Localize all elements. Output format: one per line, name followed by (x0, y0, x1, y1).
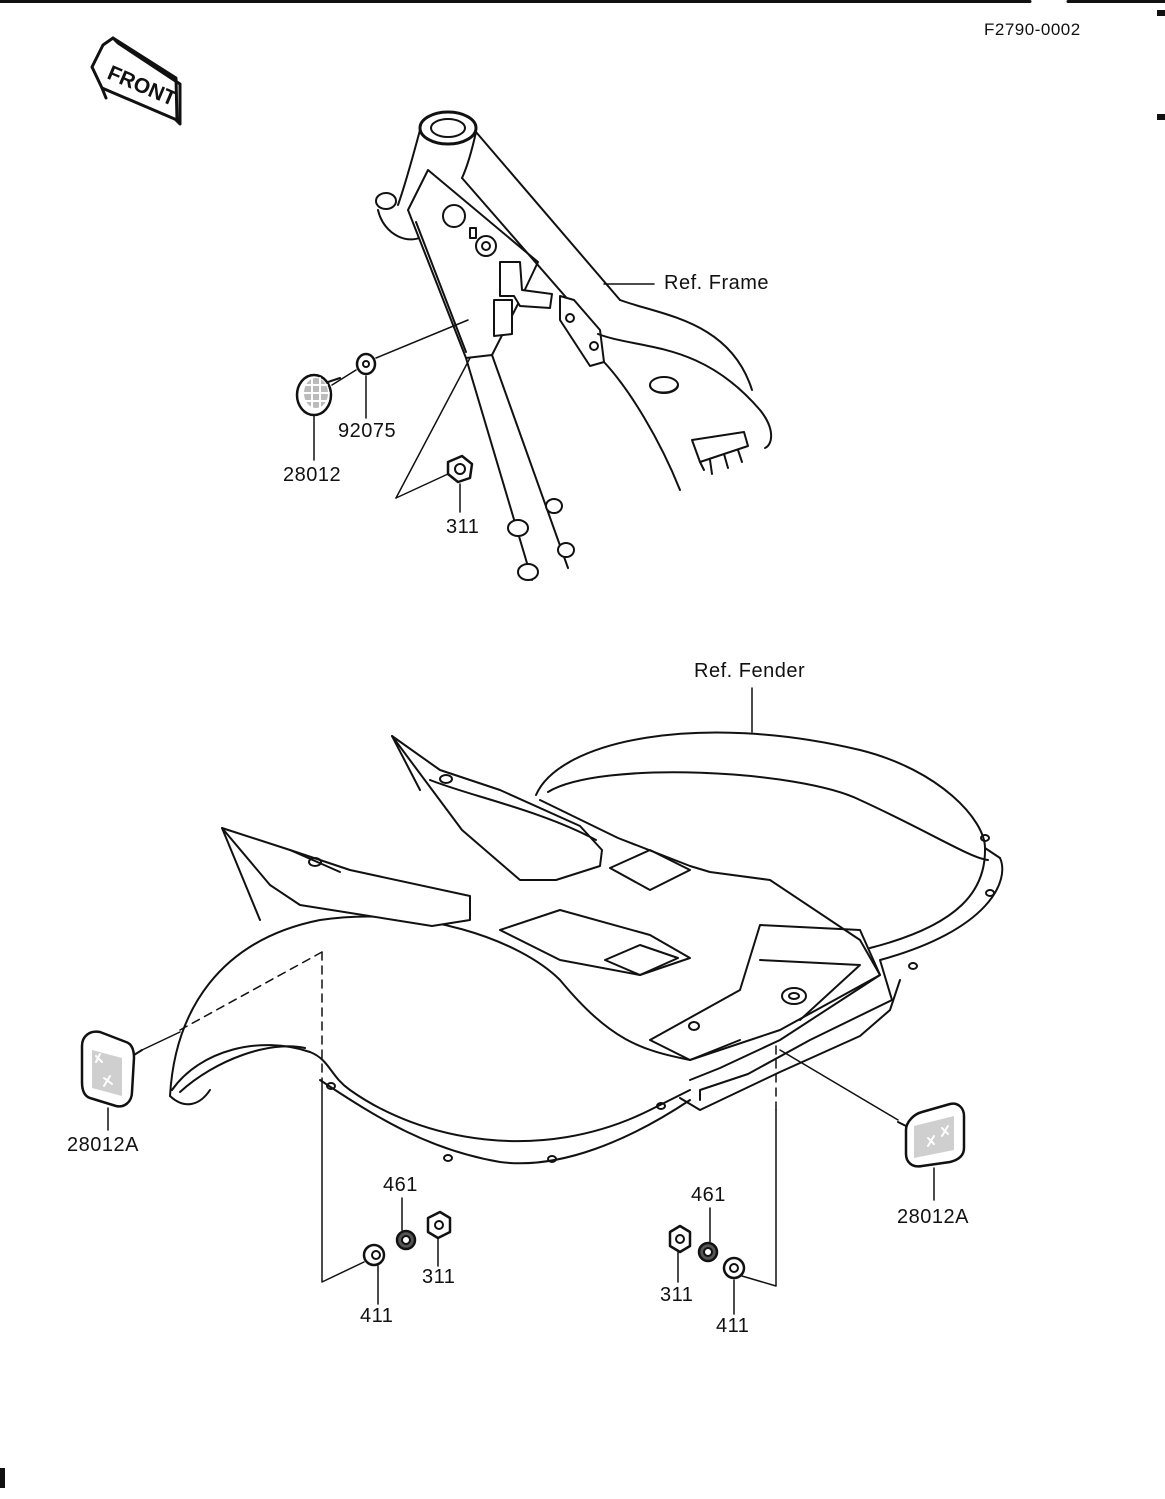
part-461-left-label: 461 (383, 1174, 418, 1196)
ref-frame-label: Ref. Frame (664, 272, 770, 294)
nut-311-right-icon (668, 1224, 692, 1254)
part-311-left-label: 311 (422, 1266, 456, 1288)
washer-411-right-icon (722, 1256, 746, 1280)
reflector-28012A-left-icon (80, 1030, 143, 1108)
ref-fender-label: Ref. Fender (694, 660, 806, 682)
nut-311-left-icon (426, 1210, 452, 1240)
front-arrow-icon (90, 36, 182, 126)
washer-411-left-icon (362, 1243, 386, 1267)
nut-311-front-icon (446, 454, 474, 484)
lockwasher-461-right-icon (697, 1241, 719, 1263)
part-411-right-label: 411 (716, 1315, 750, 1337)
part-28012-label: 28012 (283, 464, 342, 486)
upper-leaders (313, 319, 471, 513)
part-311-front-label: 311 (446, 516, 480, 538)
reflector-leaders (107, 1031, 935, 1201)
part-311-right-label: 311 (660, 1284, 694, 1306)
fastener-leaders (377, 1197, 735, 1315)
washer-92075-icon (355, 352, 377, 376)
diagram-code: F2790-0002 (984, 20, 1081, 39)
part-28012A-right-label: 28012A (897, 1206, 969, 1228)
reflector-28012-icon (295, 373, 341, 417)
fender-illustration (169, 731, 1004, 1165)
left-dashed-mount-lines (179, 951, 365, 1283)
frame-illustration (375, 110, 773, 581)
part-411-left-label: 411 (360, 1305, 394, 1327)
part-461-right-label: 461 (691, 1184, 726, 1206)
reflector-28012A-right-icon (897, 1102, 966, 1168)
part-92075-label: 92075 (338, 420, 397, 442)
lockwasher-461-left-icon (395, 1229, 417, 1251)
part-28012A-left-label: 28012A (67, 1134, 139, 1156)
right-dashed-mount-lines (741, 1045, 777, 1287)
